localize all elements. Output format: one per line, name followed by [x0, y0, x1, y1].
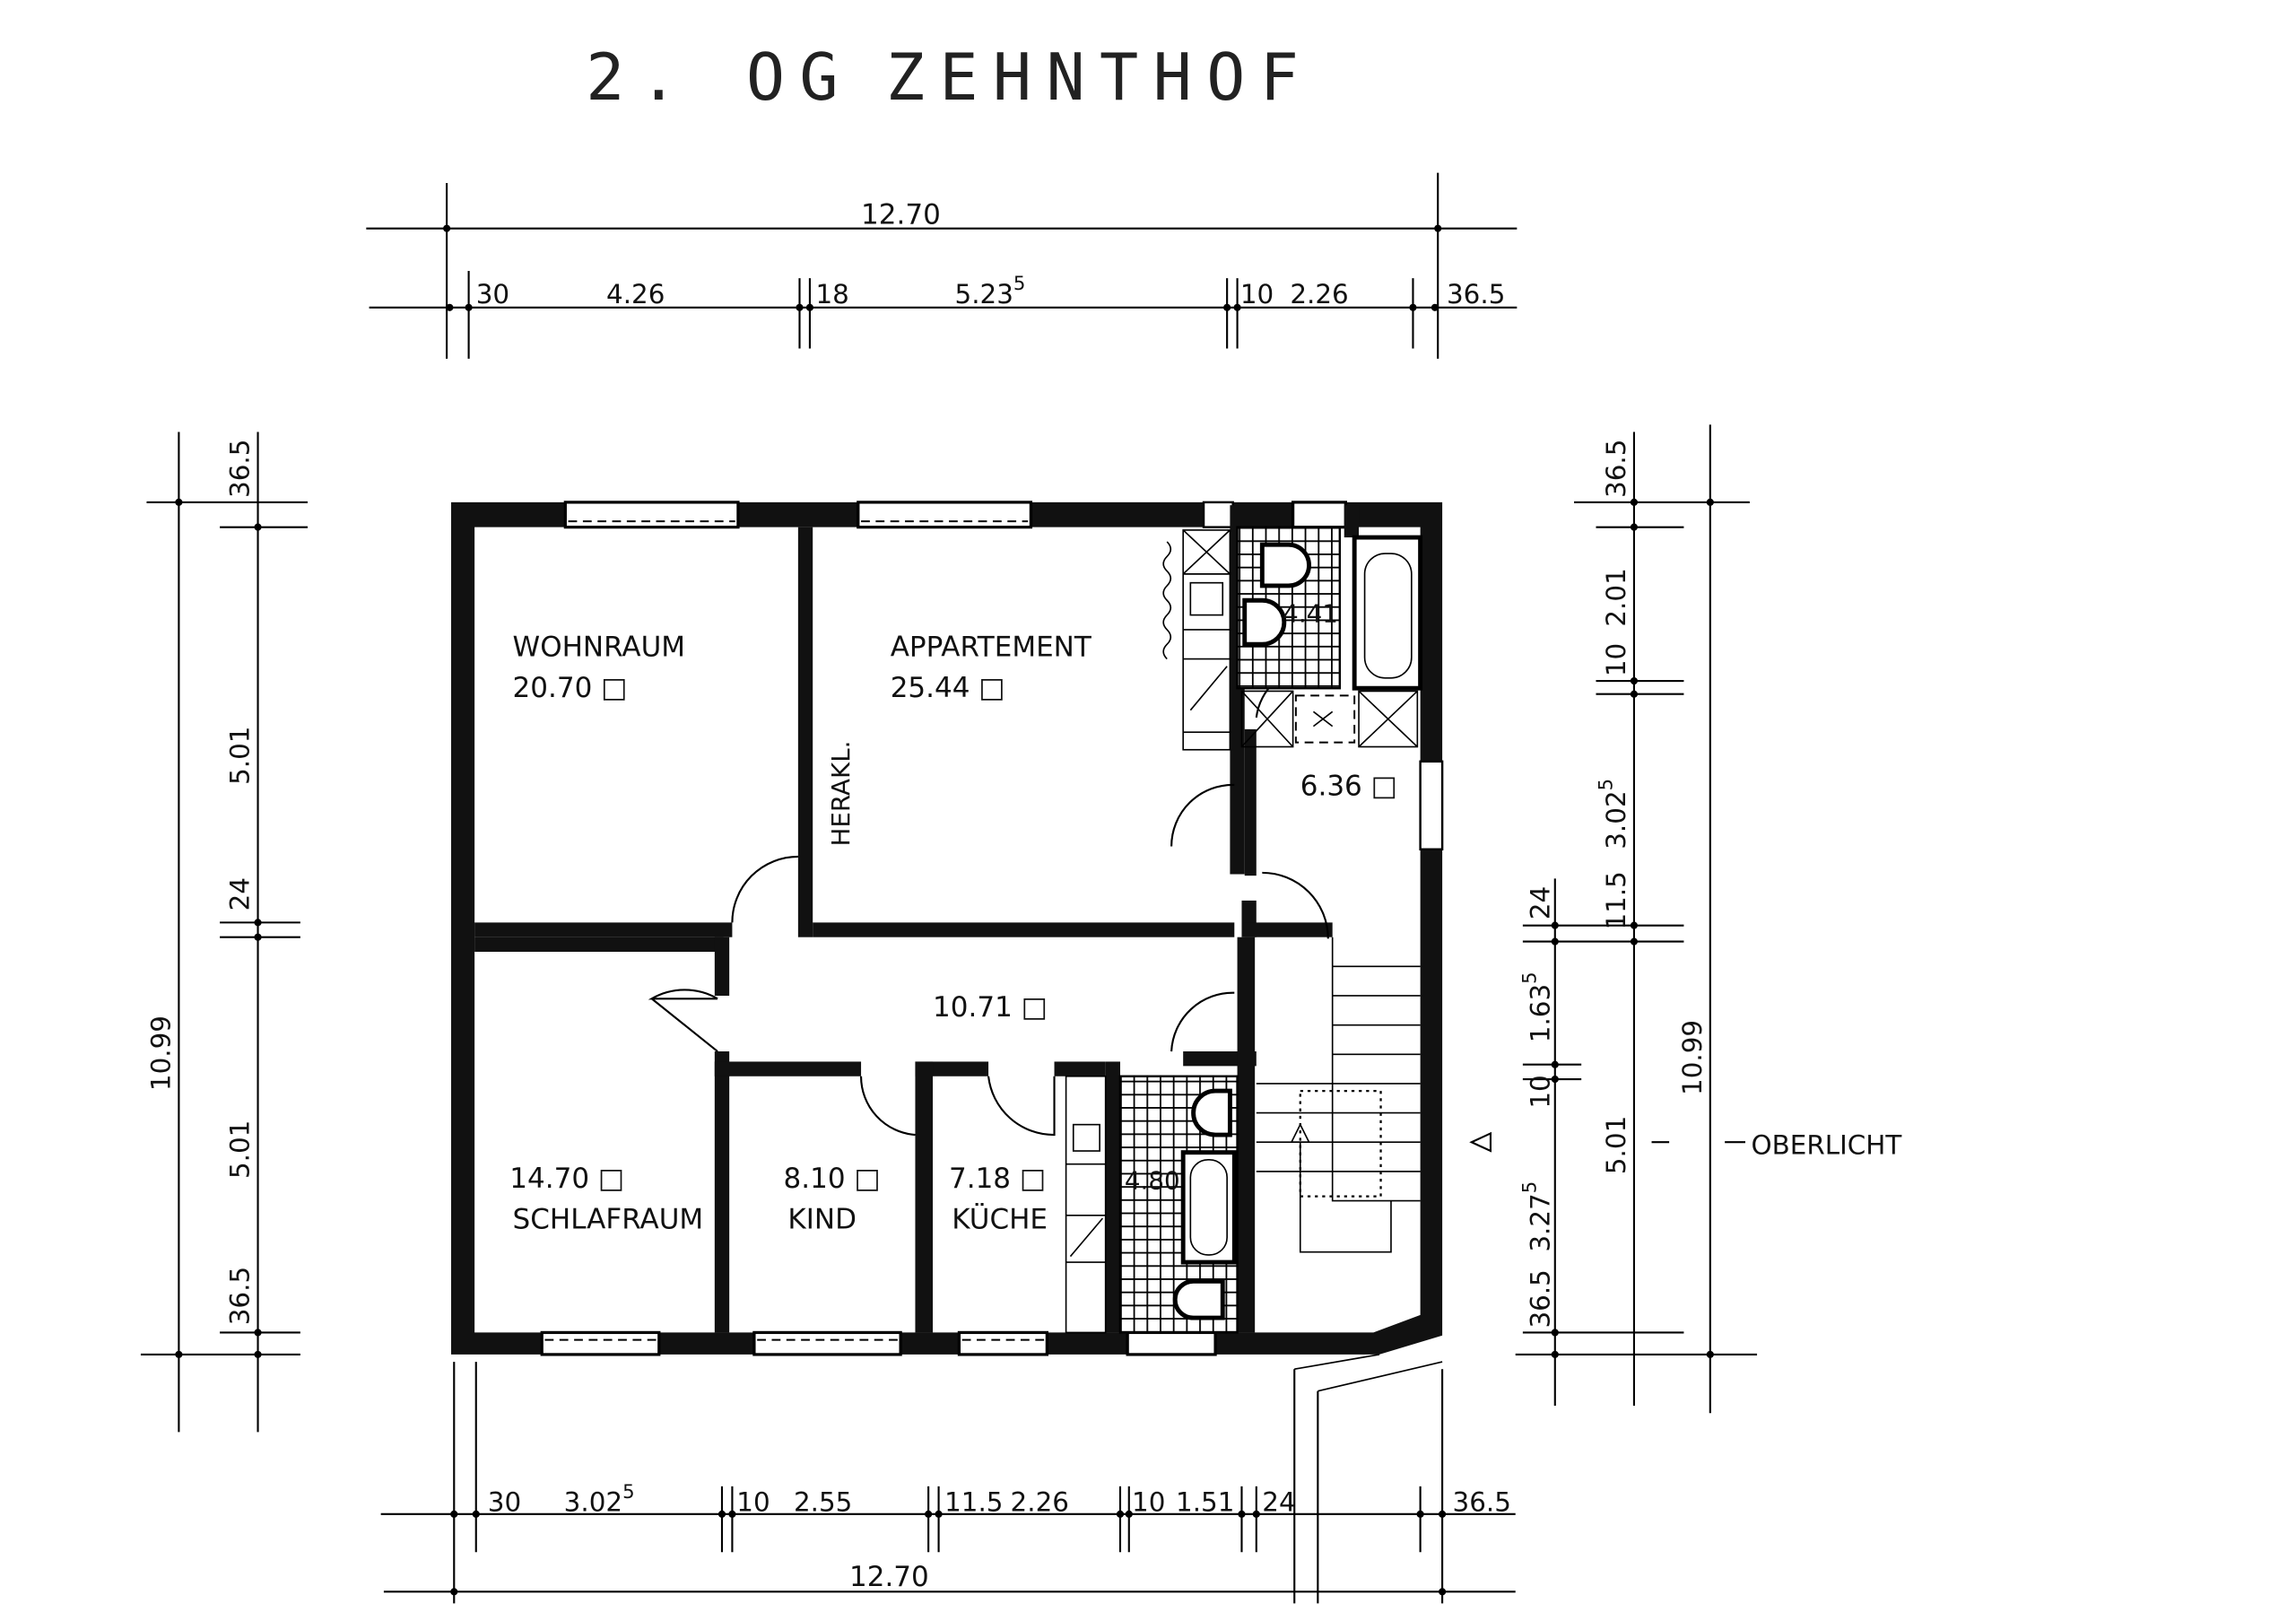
building-walls	[451, 501, 1444, 1356]
top-dimension-chain: 12.70 30 4.26 18 5.235 10 2.26 36.5	[366, 172, 1518, 359]
kitchenette-upper	[1162, 529, 1231, 751]
dim-bottom-7: 1.51	[1176, 1487, 1234, 1518]
upper-bathroom: 4.41	[1236, 526, 1423, 748]
bath-upper-area: 4.41	[1283, 599, 1338, 629]
dim-right-inner-3: 3.025	[1595, 779, 1631, 850]
dim-top-1: 4.26	[606, 279, 665, 309]
oberlicht-label: OBERLICHT	[1752, 1129, 1903, 1160]
room-appartement-name: APPARTEMENT	[891, 631, 1092, 663]
dim-bottom-0: 30	[488, 1487, 521, 1518]
dim-bottom-4: 11.5	[944, 1487, 1003, 1518]
dim-right-inner-0: 36.5	[1601, 440, 1631, 498]
dim-top-6: 36.5	[1447, 279, 1505, 309]
dim-right-inner-1: 2.01	[1601, 568, 1631, 626]
dim-left-1: 5.01	[225, 727, 256, 785]
bath-lower-area: 4.80	[1125, 1165, 1180, 1195]
title-building: ZEHNTHOF	[886, 39, 1313, 115]
dim-right-outer-0: 24	[1525, 886, 1555, 919]
dim-left-2: 24	[225, 877, 256, 911]
lower-bathroom: 4.80	[1118, 1075, 1239, 1334]
dim-top-5: 2.26	[1290, 279, 1348, 309]
dim-left-0: 36.5	[225, 440, 256, 498]
dim-left-total: 10.99	[146, 1015, 177, 1091]
dim-bottom-9: 36.5	[1453, 1487, 1511, 1518]
kitchen-counter	[1065, 1075, 1107, 1334]
plan-title: 2. OG ZEHNTHOF	[586, 39, 1313, 115]
room-flur-area: 10.71 □	[933, 991, 1048, 1024]
room-kind-area: 8.10 □	[784, 1163, 881, 1195]
dim-top-4: 10	[1240, 279, 1274, 309]
room-kueche-area: 7.18 □	[949, 1163, 1046, 1195]
left-dimension-chain: 36.5 5.01 24 5.01 36.5 10.99	[140, 431, 309, 1433]
title-floor: 2. OG	[586, 39, 853, 115]
dim-bottom-6: 10	[1132, 1487, 1165, 1518]
room-wohnraum-name: WOHNRAUM	[513, 631, 685, 663]
dim-right-inner-5: 5.01	[1601, 1116, 1631, 1174]
dim-bottom-3: 2.55	[794, 1487, 852, 1518]
dim-right-inner-4: 11.5	[1601, 871, 1631, 929]
dim-left-4: 36.5	[225, 1267, 256, 1325]
room-kueche-name: KÜCHE	[952, 1203, 1048, 1236]
dim-bottom-1: 3.025	[564, 1481, 635, 1518]
dim-bottom-total: 12.70	[849, 1561, 929, 1593]
stair-direction-arrow-icon	[1290, 1122, 1310, 1144]
room-appartement-area: 25.44 □	[891, 672, 1005, 704]
dim-bottom-8: 24	[1262, 1487, 1295, 1518]
room-kind-name: KIND	[787, 1204, 857, 1236]
room-labels: WOHNRAUM 20.70 □ APPARTEMENT 25.44 □ HER…	[509, 631, 1397, 1235]
right-dimension-chain: 36.5 2.01 10 3.025 11.5 5.01 24 1.635 10…	[1469, 424, 1903, 1414]
dim-right-total: 10.99	[1677, 1020, 1708, 1095]
radiator-label: HERAKL.	[826, 741, 856, 847]
dim-right-inner-2: 10	[1601, 643, 1631, 676]
room-wohnraum-area: 20.70 □	[513, 672, 628, 704]
bottom-dimension-chain: 30 3.025 10 2.55 11.5 2.26 10 1.51 24 36…	[380, 1362, 1516, 1604]
dim-right-outer-2: 10	[1525, 1075, 1555, 1108]
room-schlafraum-area: 14.70 □	[509, 1163, 624, 1195]
dim-right-outer-4: 36.5	[1525, 1269, 1555, 1328]
dim-left-3: 5.01	[225, 1120, 256, 1179]
dim-right-outer-3: 3.275	[1519, 1181, 1556, 1252]
dim-top-3: 5.235	[955, 273, 1026, 309]
dim-top-0: 30	[476, 279, 509, 309]
arrow-icon	[1469, 1131, 1492, 1153]
dim-bottom-5: 2.26	[1011, 1487, 1069, 1518]
staircase	[1256, 937, 1443, 1392]
room-vorraum-area: 6.36 □	[1300, 770, 1397, 802]
dim-bottom-2: 10	[736, 1487, 770, 1518]
room-schlafraum-name: SCHLAFRAUM	[513, 1204, 704, 1236]
dim-top-total: 12.70	[861, 199, 941, 231]
dim-right-outer-1: 1.635	[1519, 972, 1556, 1042]
dim-top-2: 18	[815, 279, 848, 309]
